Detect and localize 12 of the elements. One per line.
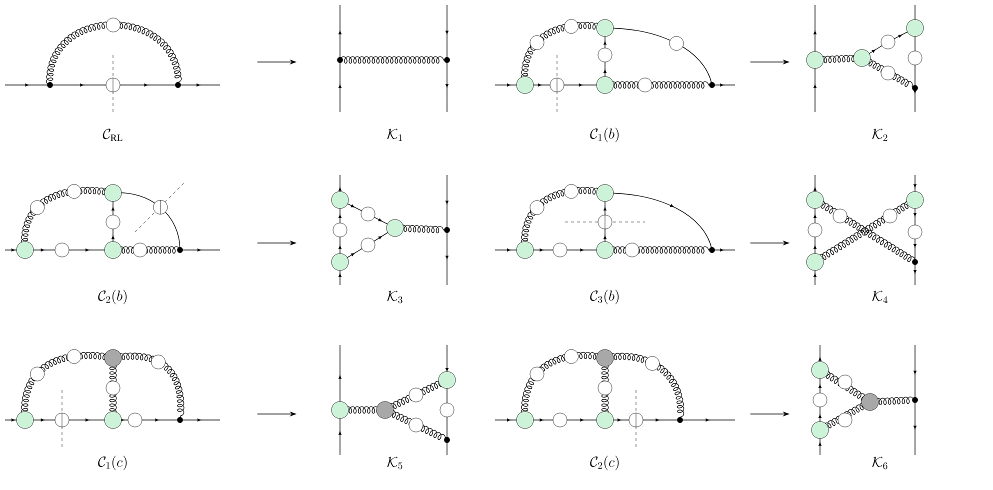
diagram-label: $\mathcal{K}_3$ [387,290,402,304]
diagram-label: $\mathcal{C}_1(c)$ [98,456,127,470]
diagram-label: $\mathcal{K}_1$ [387,128,402,141]
diagram-label: $\mathcal{C}_2(b)$ [98,290,127,304]
diagram-label: $\mathcal{K}_4$ [872,290,888,303]
diagram-label: $\mathcal{C}_{\mathrm{RL}}$ [102,128,122,141]
diagram-label: $\mathcal{K}_6$ [872,456,888,470]
diagram-label: $\mathcal{C}_2(c)$ [590,456,619,470]
diagram-label: $\mathcal{K}_5$ [387,456,402,470]
diagram-label: $\mathcal{C}_3(b)$ [590,290,619,304]
diagram-label: $\mathcal{C}_1(b)$ [590,128,619,142]
diagram-label: $\mathcal{K}_2$ [872,128,888,141]
